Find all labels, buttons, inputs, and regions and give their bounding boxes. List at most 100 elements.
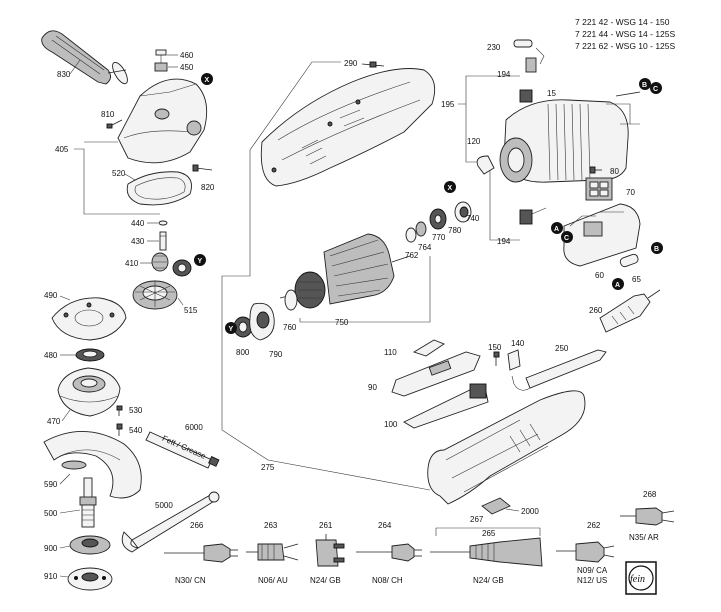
plug-label-n35: N35/ AR <box>629 533 659 542</box>
inner-flange-900 <box>69 535 111 555</box>
screw-460-450 <box>154 49 168 72</box>
switch-slide-90 <box>391 351 481 397</box>
bearing-770-780 <box>415 201 472 237</box>
label-740: 740 <box>466 214 480 223</box>
screw-540 <box>116 423 123 436</box>
label-262: 262 <box>587 521 601 530</box>
gasket-520 <box>126 171 192 206</box>
bearing-flange-470 <box>57 367 121 417</box>
rating-plate-2000 <box>481 497 511 515</box>
marker-x-top: X <box>205 77 210 84</box>
label-440: 440 <box>131 219 145 228</box>
bearing-480 <box>75 348 105 362</box>
screw-80 <box>589 166 602 174</box>
label-820: 820 <box>201 183 215 192</box>
model-line-2: 7 221 44 - WSG 14 - 125S <box>575 29 675 39</box>
label-275: 275 <box>261 463 275 472</box>
model-line-3: 7 221 62 - WSG 10 - 125S <box>575 41 675 51</box>
plug-262 <box>556 541 615 563</box>
label-150: 150 <box>488 343 502 352</box>
marker-y-left: Y <box>198 258 203 265</box>
fein-logo: fein <box>625 561 657 595</box>
label-410: 410 <box>125 259 139 268</box>
grease-tube-6000: Fett / Grease <box>145 431 220 469</box>
label-194-bottom: 194 <box>497 237 511 246</box>
label-480: 480 <box>44 351 58 360</box>
label-65: 65 <box>632 275 641 284</box>
label-830: 830 <box>57 70 71 79</box>
brush-194-top <box>519 47 545 103</box>
label-450: 450 <box>180 63 194 72</box>
label-100: 100 <box>384 420 398 429</box>
label-6000: 6000 <box>185 423 203 432</box>
label-430: 430 <box>131 237 145 246</box>
label-266: 266 <box>190 521 204 530</box>
bearing-flange-490 <box>51 297 127 341</box>
label-760: 760 <box>283 323 297 332</box>
label-260: 260 <box>589 306 603 315</box>
screw-810 <box>106 119 123 129</box>
retaining-ring-790 <box>249 302 275 341</box>
bearing-515 <box>172 259 192 277</box>
label-80: 80 <box>610 167 619 176</box>
label-490: 490 <box>44 291 58 300</box>
label-530: 530 <box>129 406 143 415</box>
plug-label-n09: N09/ CA <box>577 566 608 575</box>
plug-263 <box>246 543 299 561</box>
plug-label-n24a: N24/ GB <box>310 576 341 585</box>
label-120: 120 <box>467 137 481 146</box>
label-265: 265 <box>482 529 496 538</box>
label-70: 70 <box>626 188 635 197</box>
label-230: 230 <box>487 43 501 52</box>
label-405: 405 <box>55 145 69 154</box>
screw-820 <box>192 164 213 172</box>
switch-70 <box>585 177 613 201</box>
side-handle-830 <box>41 30 128 85</box>
label-750: 750 <box>335 318 349 327</box>
label-515: 515 <box>184 306 198 315</box>
marker-c-mid: C <box>564 235 569 242</box>
model-line-1: 7 221 42 - WSG 14 - 150 <box>575 17 670 27</box>
label-261: 261 <box>319 521 333 530</box>
marker-a-low: A <box>615 282 620 289</box>
plug-label-n30: N30/ CN <box>175 576 206 585</box>
clamp-140 <box>507 349 521 371</box>
label-5000: 5000 <box>155 501 173 510</box>
screw-290 <box>361 61 385 68</box>
switch-rod-100 <box>403 383 489 429</box>
plug-266 <box>164 543 238 563</box>
screw-530 <box>116 405 123 416</box>
label-194-top: 194 <box>497 70 511 79</box>
label-800: 800 <box>236 348 250 357</box>
plug-268 <box>620 507 675 526</box>
marker-b-mid: B <box>654 246 659 253</box>
wheel-guard-590 <box>43 431 142 499</box>
label-590: 590 <box>44 480 58 489</box>
field-stator-15 <box>499 91 641 183</box>
fan-760 <box>284 289 298 311</box>
plug-264 <box>356 543 422 562</box>
label-900: 900 <box>44 544 58 553</box>
label-264: 264 <box>378 521 392 530</box>
brush-spring-230 <box>513 39 533 48</box>
plug-label-n06: N06/ AU <box>258 576 288 585</box>
label-263: 263 <box>264 521 278 530</box>
cord-guard-260 <box>599 289 661 333</box>
label-195: 195 <box>441 100 455 109</box>
screw-150 <box>493 351 500 366</box>
marker-c-top: C <box>653 86 658 93</box>
marker-y-center: Y <box>229 326 234 333</box>
switch-cover-110 <box>412 339 445 357</box>
label-250: 250 <box>555 344 569 353</box>
label-764: 764 <box>418 243 432 252</box>
armature-750 <box>279 233 411 309</box>
plug-label-n08: N08/ CH <box>372 576 403 585</box>
label-2000: 2000 <box>521 507 539 516</box>
spanner-wrench-5000 <box>121 491 220 553</box>
label-500: 500 <box>44 509 58 518</box>
fein-logo-text: fein <box>630 574 645 585</box>
washer-762 <box>405 227 417 243</box>
plug-261 <box>315 534 345 567</box>
label-110: 110 <box>384 348 397 357</box>
